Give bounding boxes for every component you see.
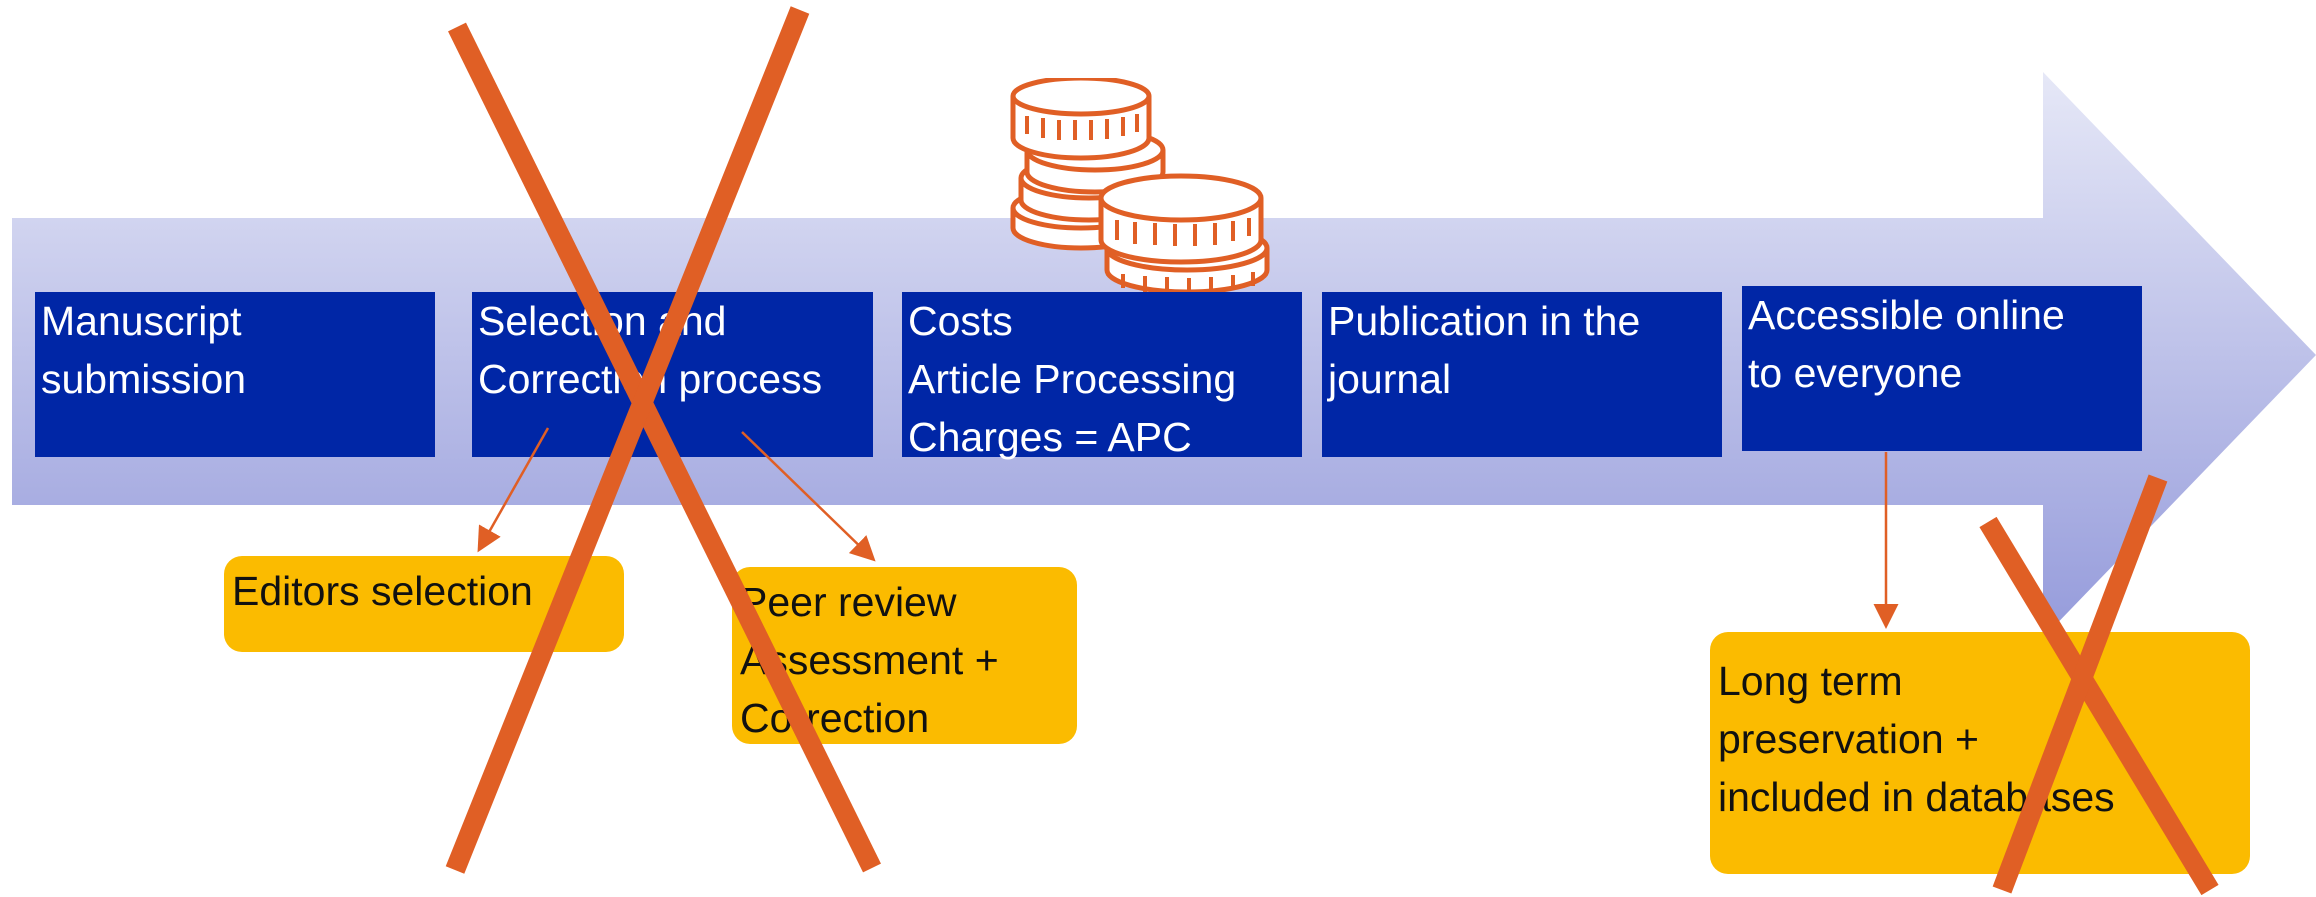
note-line: Correction [740,695,930,741]
step-accessible-online: Accessible online to everyone [1742,286,2142,451]
step-manuscript-submission: Manuscript submission [35,292,435,457]
note-line: preservation + [1718,716,1979,762]
note-line: Editors selection [232,568,533,614]
note-line: Long term [1718,658,1903,704]
step-line: Costs [908,298,1013,344]
step-line: Selection and [478,298,727,344]
note-line: Assessment + [740,637,999,683]
step-line: Manuscript [41,298,242,344]
step-line: submission [41,356,247,402]
step-line: to everyone [1748,350,1963,396]
step-publication: Publication in the journal [1322,292,1722,457]
note-peer-review: Peer review Assessment + Correction [732,567,1077,744]
note-long-term-preservation: Long term preservation + included in dat… [1710,632,2250,874]
coins-icon [1010,78,1270,295]
step-line: journal [1328,356,1452,402]
note-line: Peer review [740,579,957,625]
note-line: included in databases [1718,774,2115,820]
step-line: Accessible online [1748,292,2065,338]
step-line: Correction process [478,356,823,402]
step-costs-apc: Costs Article Processing Charges = APC [902,292,1302,460]
step-line: Article Processing [908,356,1237,402]
step-line: Charges = APC [908,414,1192,460]
step-selection-correction: Selection and Correction process [472,292,873,457]
note-editors-selection: Editors selection [224,556,624,652]
step-line: Publication in the [1328,298,1641,344]
